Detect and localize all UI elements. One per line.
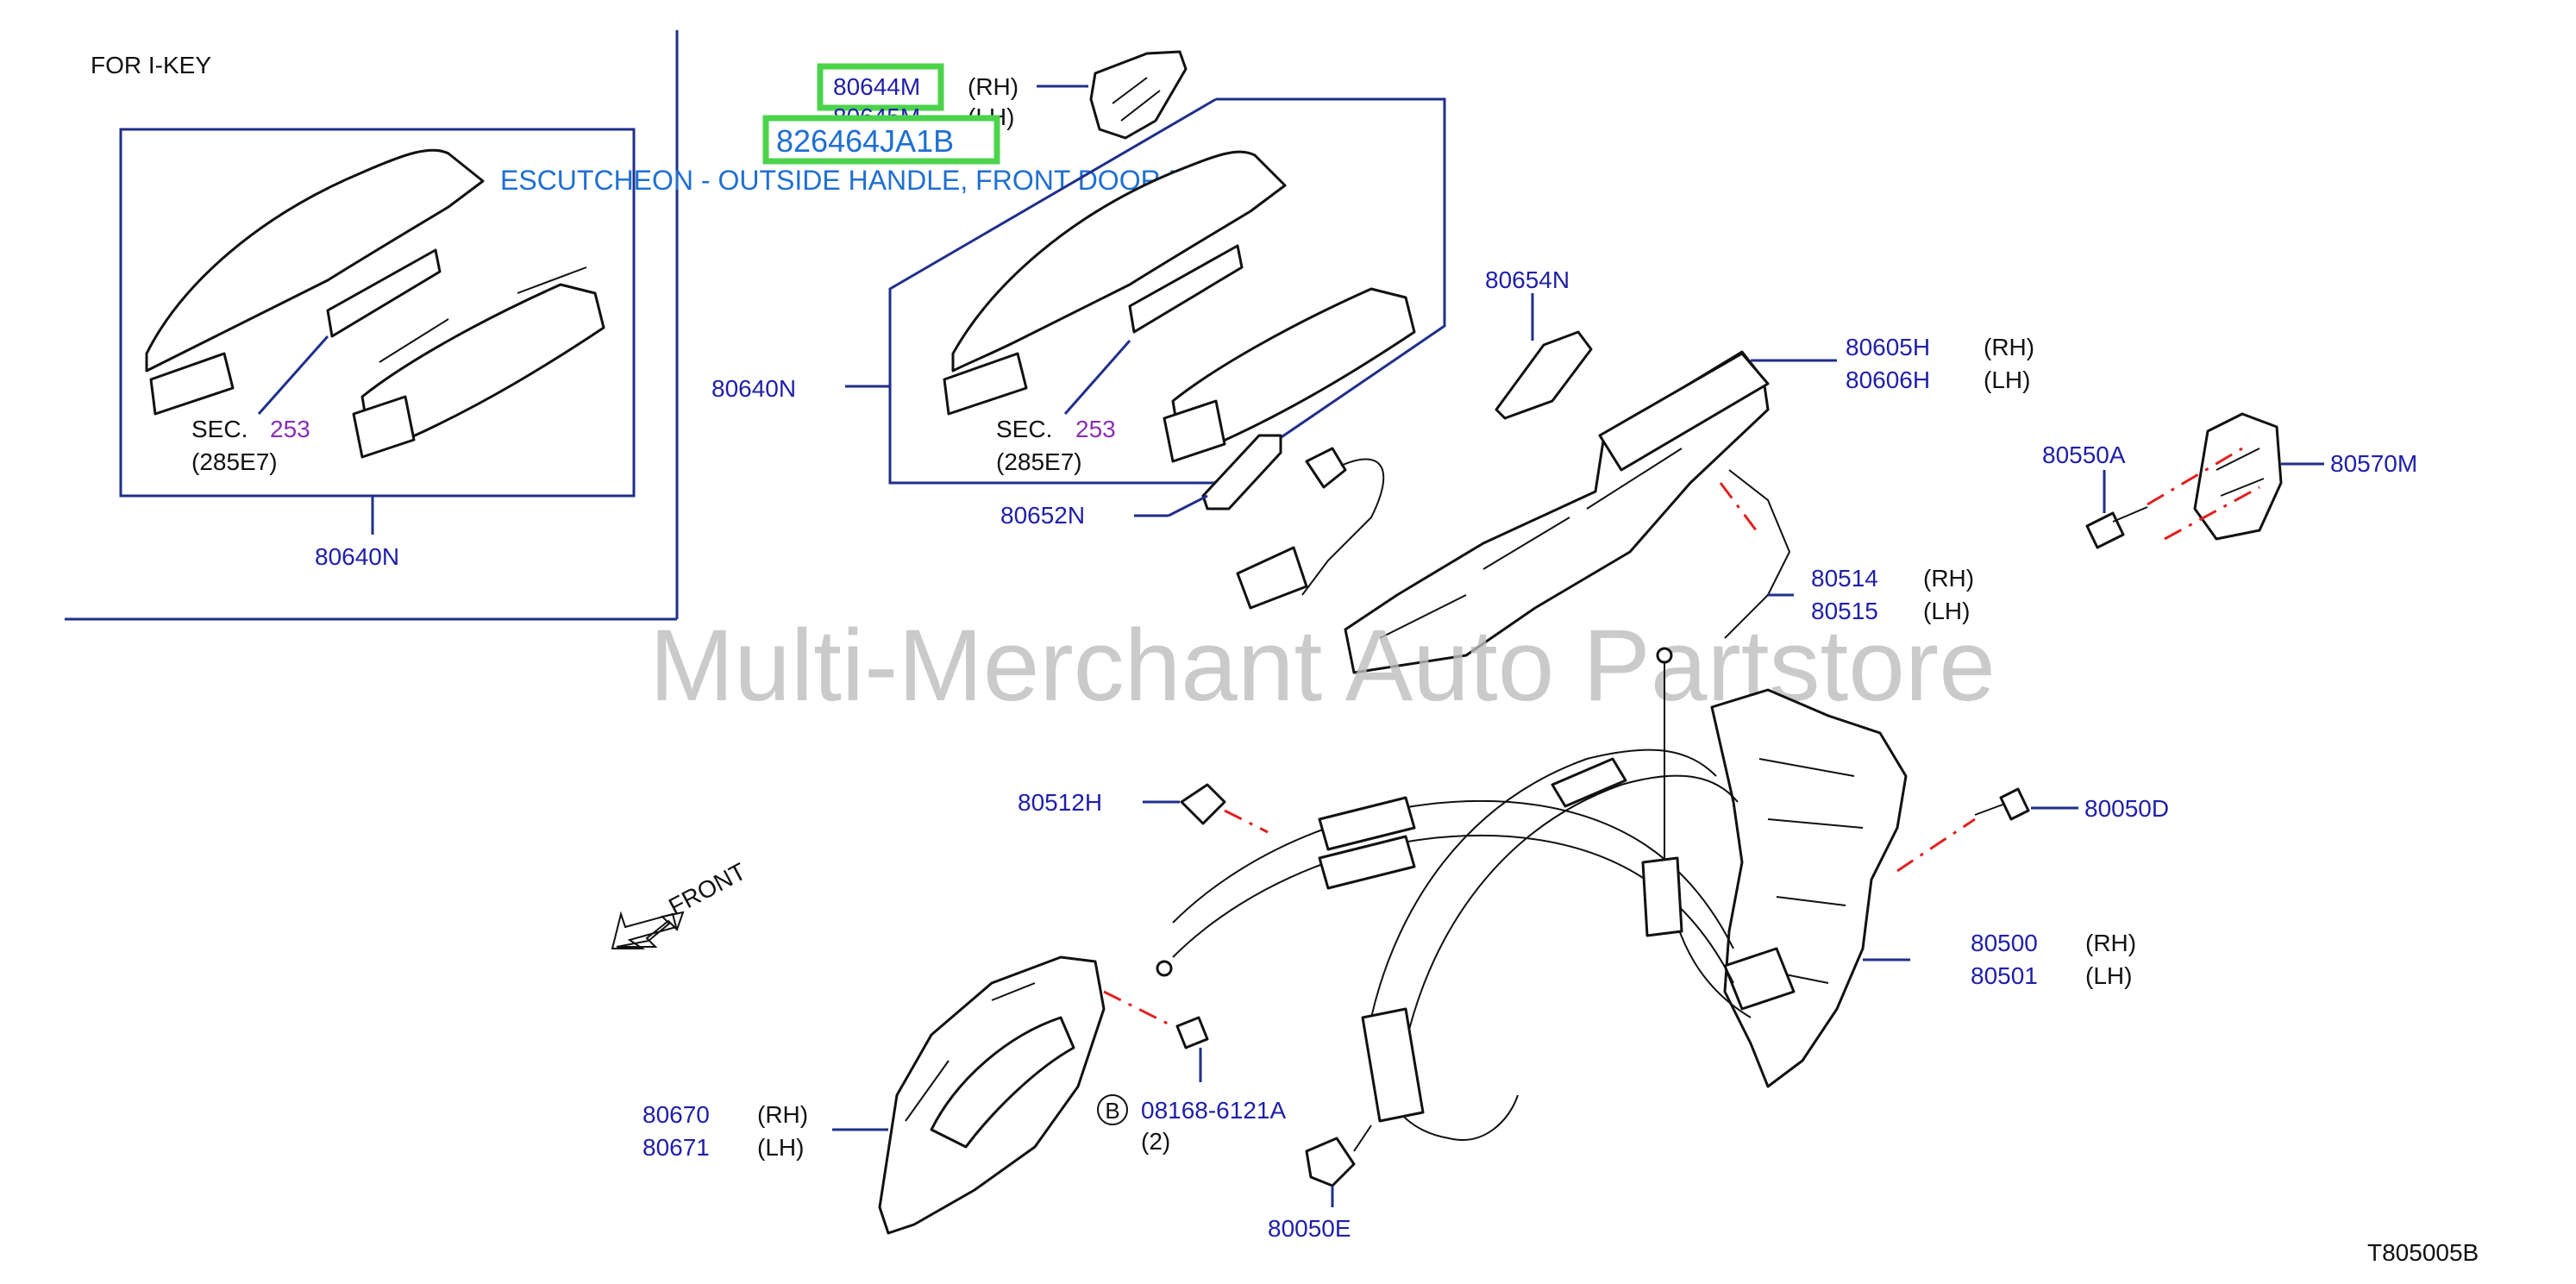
dash-line-rod bbox=[1719, 482, 1761, 536]
part-number-80500[interactable]: 80500 bbox=[1971, 930, 2038, 956]
outside-handle-drawing bbox=[943, 150, 1416, 463]
part-number-80570M[interactable]: 80570M bbox=[2330, 450, 2417, 477]
part-number-80512H[interactable]: 80512H bbox=[1018, 789, 1102, 816]
dash-line-striker bbox=[2147, 447, 2260, 541]
side-80515: (LH) bbox=[1923, 598, 1970, 624]
side-80671: (LH) bbox=[757, 1134, 804, 1161]
rod-80514-drawing bbox=[1724, 469, 1791, 639]
sec-number-left[interactable]: 253 bbox=[270, 416, 310, 442]
ikey-handle-box bbox=[119, 128, 636, 498]
highlight-box-826464JA1B bbox=[762, 115, 1000, 165]
sec-label-left: SEC. bbox=[191, 416, 248, 442]
part-number-80652N[interactable]: 80652N bbox=[1000, 502, 1085, 529]
handle-bracket-drawing bbox=[1344, 350, 1770, 674]
clip-80512H-drawing bbox=[1180, 783, 1226, 825]
part-number-80501[interactable]: 80501 bbox=[1971, 962, 2038, 989]
diagram-code: T805005B bbox=[2367, 1239, 2479, 1266]
striker-80570M-drawing bbox=[2193, 412, 2283, 541]
side-80514: (RH) bbox=[1923, 565, 1974, 592]
side-80606H: (LH) bbox=[1984, 366, 2030, 393]
part-number-80640N-mid[interactable]: 80640N bbox=[711, 375, 796, 402]
clip-80050E-cable bbox=[1353, 1124, 1372, 1152]
sec-label-mid: SEC. bbox=[996, 416, 1052, 442]
inside-handle-drawing bbox=[878, 955, 1106, 1235]
highlight-box-80644M bbox=[817, 63, 944, 111]
side-80500: (RH) bbox=[2085, 930, 2136, 956]
dash-line-screw bbox=[1896, 817, 1976, 873]
part-number-80671[interactable]: 80671 bbox=[642, 1134, 710, 1161]
side-80605H: (RH) bbox=[1984, 334, 2034, 360]
bolt-quantity: (2) bbox=[1141, 1128, 1170, 1155]
for-ikey-label: FOR I-KEY bbox=[91, 52, 211, 78]
part-number-80654N[interactable]: 80654N bbox=[1485, 266, 1570, 293]
side-80644M: (RH) bbox=[968, 73, 1018, 100]
side-80670: (RH) bbox=[757, 1101, 808, 1128]
highlighted-part-number[interactable]: 826464JA1B bbox=[776, 123, 954, 159]
highlighted-part-description: ESCUTCHEON - OUTSIDE HANDLE, FRONT DOOR … bbox=[500, 165, 1208, 196]
screw-80050D-drawing bbox=[1974, 787, 2030, 821]
part-number-80670[interactable]: 80670 bbox=[642, 1101, 710, 1128]
clip-80050E-drawing bbox=[1305, 1137, 1356, 1187]
sec-code-mid: (285E7) bbox=[996, 448, 1082, 475]
front-arrow-icon bbox=[611, 911, 685, 949]
cable-assembly-drawing bbox=[1156, 647, 1752, 1141]
side-80501: (LH) bbox=[2085, 962, 2132, 989]
callout-b-icon bbox=[1097, 1094, 1128, 1125]
part-number-80515[interactable]: 80515 bbox=[1811, 598, 1878, 624]
leader-80652N-b bbox=[1168, 494, 1208, 517]
part-number-08168-6121A[interactable]: 08168-6121A bbox=[1141, 1097, 1286, 1124]
part-number-80050E[interactable]: 80050E bbox=[1268, 1215, 1351, 1242]
dash-line-clip bbox=[1224, 809, 1269, 834]
part-number-80050D[interactable]: 80050D bbox=[2084, 795, 2169, 822]
leader-sec-left bbox=[257, 335, 329, 415]
front-label: FRONT bbox=[664, 858, 750, 921]
part-number-80606H[interactable]: 80606H bbox=[1846, 366, 1930, 393]
callout-b-letter: B bbox=[1105, 1098, 1119, 1124]
part-number-80550A[interactable]: 80550A bbox=[2042, 442, 2126, 468]
bolt-08168-drawing bbox=[1175, 1016, 1209, 1049]
sec-number-mid[interactable]: 253 bbox=[1075, 416, 1116, 442]
leader-sec-mid bbox=[1063, 340, 1131, 415]
sec-code-left: (285E7) bbox=[191, 448, 278, 475]
bolt-80550A-drawing bbox=[2085, 506, 2148, 549]
part-number-80644M[interactable]: 80644M bbox=[833, 73, 920, 100]
dash-line-inside-handle bbox=[1103, 990, 1174, 1028]
door-lock-actuator-drawing bbox=[1710, 688, 1908, 1088]
outside-handle-ikey-drawing bbox=[145, 148, 605, 459]
gasket-80652N-drawing bbox=[1201, 434, 1385, 610]
part-number-80514[interactable]: 80514 bbox=[1811, 565, 1878, 592]
escutcheon-drawing bbox=[1089, 50, 1188, 140]
part-number-80605H[interactable]: 80605H bbox=[1846, 334, 1930, 360]
gasket-80654N-drawing bbox=[1495, 330, 1593, 420]
part-number-80640N-left[interactable]: 80640N bbox=[315, 543, 399, 570]
